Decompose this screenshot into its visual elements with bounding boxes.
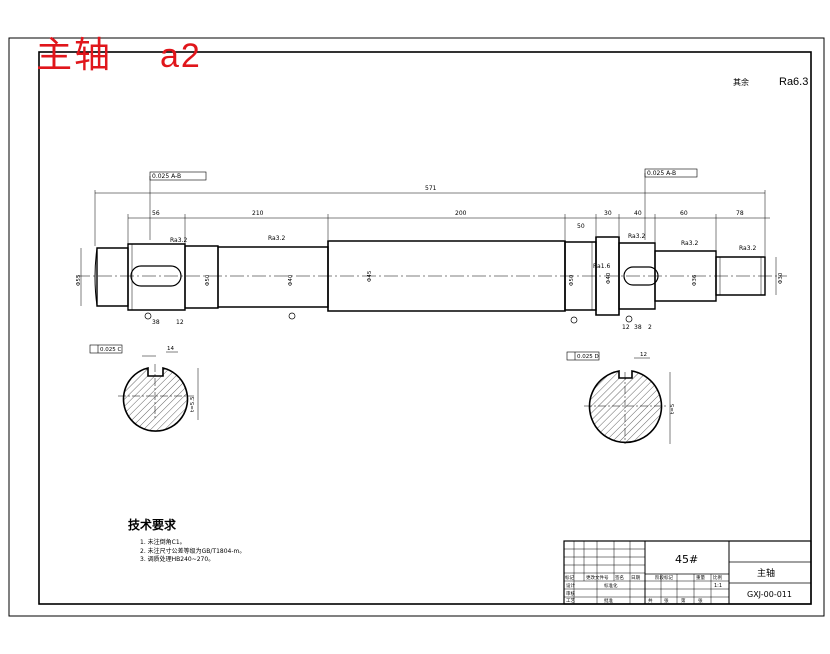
right-small-3: 2	[648, 324, 652, 331]
seg-length-8: 78	[736, 210, 744, 217]
roughness-prefix: 其余	[733, 78, 749, 87]
rough-mark-4: Ra3.2	[681, 240, 698, 247]
dia-6: Φ40	[606, 272, 612, 284]
shaft-main-view	[76, 168, 787, 324]
tb-label-6: 设计	[566, 582, 575, 589]
tolerance-left: 0.025 A-B	[152, 173, 181, 180]
flatness-left: 0.025 C	[100, 347, 121, 353]
tb-label-3: 更改文件号	[586, 574, 609, 581]
tb-label-11: 审核	[566, 590, 575, 597]
general-roughness: 其余 Ra6.3	[733, 76, 808, 88]
dia-3: Φ40	[288, 274, 294, 286]
seg-length-2: 210	[252, 210, 264, 217]
rough-mark-6: Ra3.2	[739, 245, 756, 252]
keyway-right: 12	[640, 352, 647, 358]
dimension-lines	[80, 190, 777, 306]
seg-length-4: 50	[577, 223, 585, 230]
drawing-header: 主轴 a2	[36, 38, 202, 74]
tb-label-0: 标记	[565, 574, 574, 581]
inner-frame	[38, 51, 812, 605]
rough-mark-5: Ra1.6	[593, 263, 610, 270]
flatness-right: 0.025 D	[577, 354, 599, 360]
tb-label-14: 共	[648, 597, 653, 604]
overall-length: 571	[425, 185, 437, 192]
tolerance-right: 0.025 A-B	[647, 170, 676, 177]
right-small-2: 38	[634, 324, 642, 331]
technical-requirements: 技术要求 1. 未注倒角C1。 2. 未注尺寸公差等级为GB/T1804-m。 …	[128, 516, 245, 565]
tb-label-7: 标准化	[604, 582, 618, 589]
roughness-value: Ra6.3	[779, 76, 809, 88]
drawing-no-text: GXJ-00-011	[747, 590, 792, 599]
dia-5: Φ50	[569, 274, 575, 286]
requirements-title: 技术要求	[128, 518, 177, 532]
seg-length-1: 56	[152, 210, 160, 217]
depth-left: t=5.5	[190, 396, 196, 412]
title-block-texts: 45# 主轴 GXJ-00-011 1:1 标记 更改文件号 签名 日期 设计 …	[565, 553, 792, 604]
diameter-texts: Φ55 Φ50 Φ40 Φ45 Φ50 Φ40 Φ36 Φ30	[76, 270, 784, 286]
seg-length-5: 30	[604, 210, 612, 217]
tb-label-16: 第	[681, 597, 686, 604]
keyway-left: 14	[167, 346, 174, 352]
rough-mark-1: Ra3.2	[170, 237, 187, 244]
depth-right: t=5	[670, 403, 676, 414]
dia-4: Φ45	[367, 270, 373, 282]
left-small-2: 38	[152, 319, 160, 326]
section-right	[566, 351, 671, 444]
seg-length-7: 60	[680, 210, 688, 217]
section-left	[89, 344, 199, 432]
requirement-item: 1. 未注倒角C1。	[140, 539, 186, 546]
tb-label-4: 签名	[615, 574, 624, 581]
part-name-text: 主轴	[757, 567, 775, 579]
tb-label-17: 张	[698, 597, 703, 604]
dia-2: Φ50	[205, 274, 211, 286]
tb-label-8: 阶段标记	[655, 574, 673, 581]
dia-7: Φ36	[692, 274, 698, 286]
tb-label-12: 工艺	[566, 598, 575, 604]
part-name-header: 主轴	[36, 35, 113, 76]
material-text: 45#	[675, 553, 698, 566]
dia-1: Φ55	[76, 274, 82, 286]
seg-length-3: 200	[455, 210, 467, 217]
rough-mark-2: Ra3.2	[268, 235, 285, 242]
seg-length-6: 40	[634, 210, 642, 217]
tb-label-13: 批准	[604, 597, 613, 604]
sheet-code: a2	[160, 37, 202, 75]
section-texts: 0.025 C 14 t=5.5 0.025 D 12 t=5	[100, 346, 676, 414]
outer-frame	[8, 37, 825, 617]
dimension-texts: 571 56 210 200 50 30 40 60 78 0.025 A-B …	[152, 170, 756, 331]
tb-label-9: 重量	[696, 574, 705, 581]
tb-label-15: 张	[664, 597, 669, 604]
dia-8: Φ30	[778, 272, 784, 284]
rough-mark-3: Ra3.2	[628, 233, 645, 240]
left-small-1: 12	[176, 319, 184, 326]
requirement-item: 3. 调质处理HB240~270。	[140, 556, 215, 563]
scale-text: 1:1	[714, 583, 722, 589]
tb-label-10: 比例	[713, 574, 722, 581]
requirement-item: 2. 未注尺寸公差等级为GB/T1804-m。	[140, 547, 246, 555]
title-block	[563, 540, 812, 605]
tb-label-5: 日期	[631, 575, 640, 581]
right-small-1: 12	[622, 324, 630, 331]
